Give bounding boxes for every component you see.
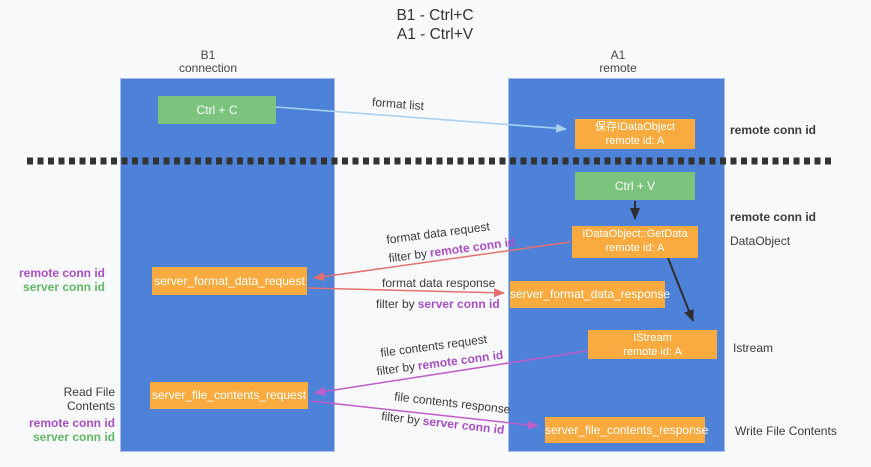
- column-a1-name: A1: [610, 48, 626, 62]
- left-label-read-file-contents: Read File Contents: [63, 385, 115, 413]
- left-label-remote-conn-id-2: remote conn id: [28, 416, 115, 430]
- box-server-format-data-response: server_format_data_response: [510, 281, 670, 308]
- box-save-idataobject-line1: 保存IDataObject: [594, 121, 676, 133]
- box-idataobject-getdata: IDataObject::GetData remote id: A: [572, 226, 698, 258]
- left-label-server-conn-id-2: server conn id: [32, 430, 115, 444]
- box-istream-line2: remote id: A: [623, 346, 682, 358]
- left-conn-id-group-top: remote conn id server conn id: [17, 266, 105, 294]
- server-conn-id-term: server conn id: [417, 297, 500, 311]
- column-b1-subtitle: connection: [178, 61, 238, 75]
- title-line-b1: B1 - Ctrl+C: [396, 7, 474, 24]
- diagram-title: B1 - Ctrl+C A1 - Ctrl+V: [335, 6, 535, 44]
- left-label-server-conn-id-1: server conn id: [22, 280, 105, 294]
- box-ctrl-v: Ctrl + V: [575, 172, 695, 200]
- box-getdata-line1: IDataObject::GetData: [582, 228, 688, 240]
- label-format-data-response: format data response: [382, 276, 496, 290]
- column-header-b1: B1 connection: [148, 49, 268, 75]
- box-istream: IStream remote id: A: [588, 330, 717, 359]
- title-line-a1: A1 - Ctrl+V: [396, 26, 474, 43]
- box-ctrl-c: Ctrl + C: [158, 96, 276, 124]
- label-format-list: format list: [371, 94, 425, 114]
- right-label-write-file-contents: Write File Contents: [735, 424, 837, 438]
- left-conn-id-group-bottom: Read File Contents remote conn id server…: [17, 385, 115, 444]
- box-server-file-contents-response: server_file_contents_response: [545, 417, 708, 443]
- filter-by-text: filter by: [387, 246, 428, 266]
- column-a1-subtitle: remote: [599, 61, 637, 75]
- server-conn-id-term: server conn id: [422, 413, 506, 437]
- right-label-remote-conn-id-2: remote conn id: [730, 210, 817, 224]
- box-server-format-data-request: server_format_data_request: [152, 267, 307, 295]
- box-save-idataobject: 保存IDataObject remote id: A: [575, 119, 695, 149]
- right-label-dataobject: DataObject: [730, 234, 791, 248]
- right-label-istream: Istream: [733, 341, 774, 355]
- left-label-remote-conn-id-1: remote conn id: [18, 266, 105, 280]
- filter-by-text: filter by: [375, 359, 416, 379]
- filter-by-text: filter by: [380, 409, 421, 428]
- box-save-idataobject-line2: remote id: A: [605, 135, 665, 147]
- right-label-remote-conn-id-1: remote conn id: [730, 123, 817, 137]
- column-b1-name: B1: [200, 48, 216, 62]
- filter-by-text: filter by: [376, 297, 415, 311]
- box-istream-line1: IStream: [633, 332, 672, 344]
- box-server-file-contents-request: server_file_contents_request: [150, 382, 308, 409]
- column-header-a1: A1 remote: [558, 49, 678, 75]
- box-getdata-line2: remote id: A: [605, 242, 665, 254]
